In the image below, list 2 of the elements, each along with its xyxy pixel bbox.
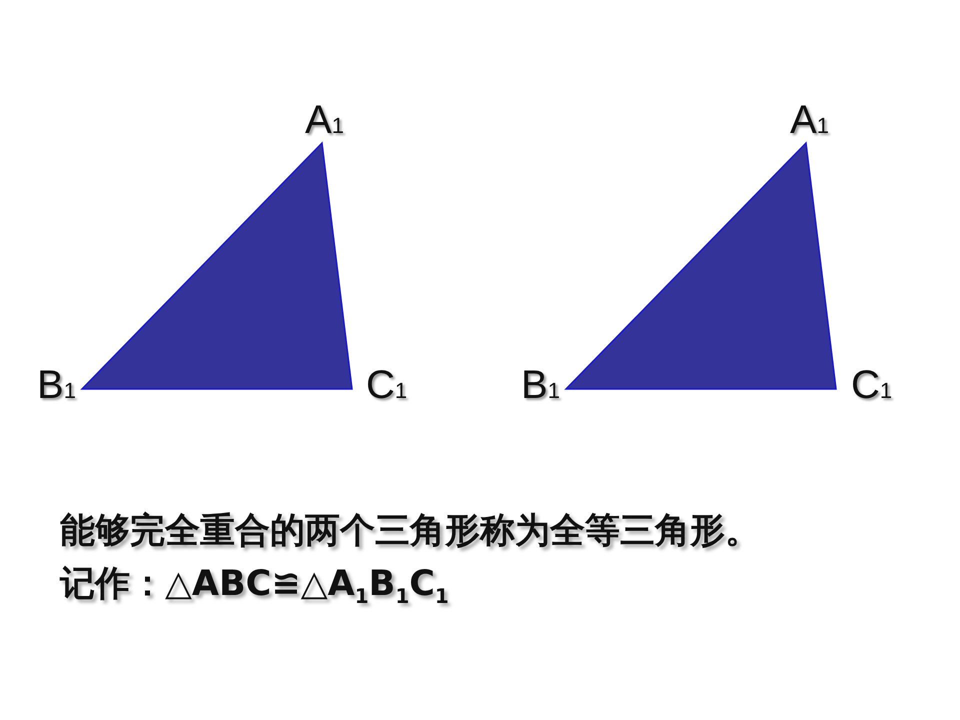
notation-text: 记作：△ABC≌△A$_{1}$B$_{1}$C$_{1}$	[60, 563, 449, 608]
definition-text: 能够完全重合的两个三角形称为全等三角形。	[60, 510, 760, 552]
